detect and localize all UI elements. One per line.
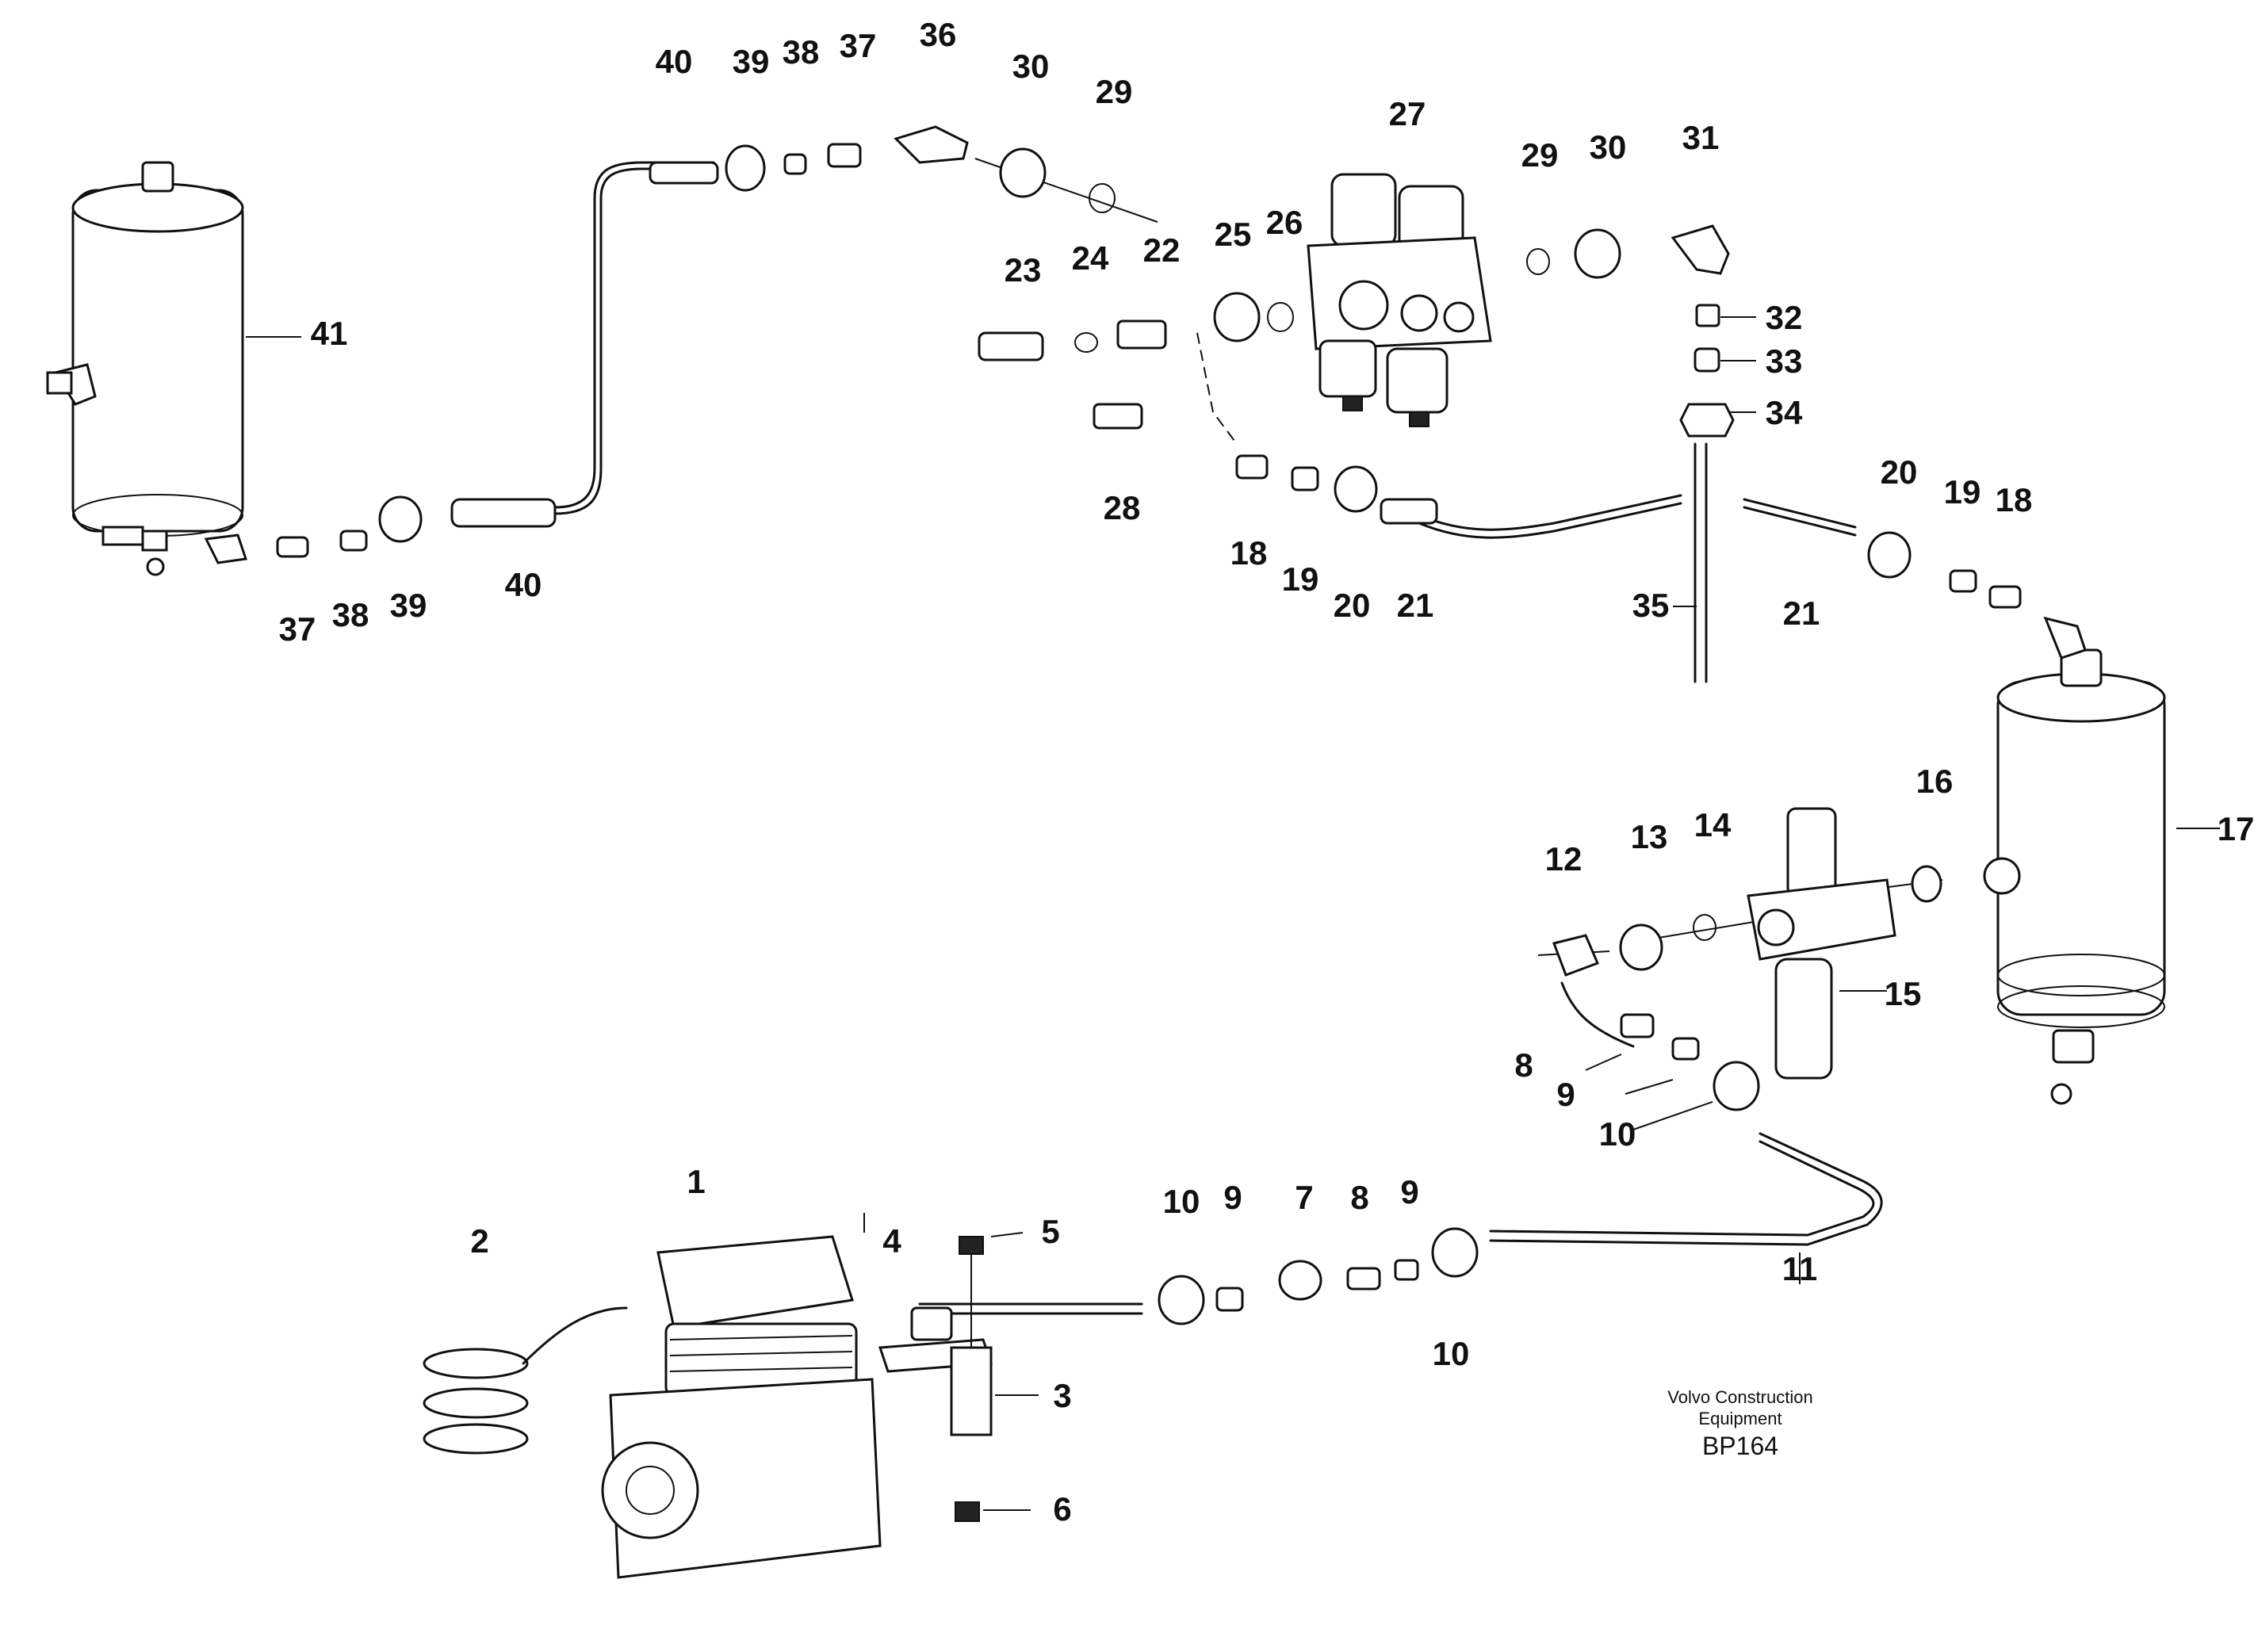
callout-29a: 29 [1096,73,1133,110]
callout-39a: 39 [733,43,770,80]
callout-10c: 10 [1599,1115,1636,1153]
unloader-valve-15 [1747,807,1896,1080]
callout-21b: 21 [1783,595,1820,632]
callout-10a: 10 [1163,1183,1200,1220]
callout-10b: 10 [1433,1335,1470,1372]
callout-numbers: 1 2 3 4 5 6 7 8 9 9 10 10 11 8 9 10 12 1… [279,16,2255,1528]
callout-41: 41 [311,315,348,352]
callout-11: 11 [1782,1250,1817,1287]
protection-valve-27 [1307,173,1492,427]
callout-40a: 40 [656,43,693,80]
callout-28: 28 [1104,489,1141,526]
callout-18a: 18 [1230,534,1268,572]
callout-15: 15 [1885,975,1922,1012]
callout-8b: 8 [1514,1046,1533,1084]
callout-33: 33 [1766,342,1803,380]
air-tank-17 [1983,648,2166,1105]
callout-20b: 20 [1881,453,1918,491]
callout-39b: 39 [390,587,427,624]
callout-17: 17 [2218,810,2255,847]
callout-38b: 38 [332,596,369,633]
callout-24: 24 [1072,239,1109,277]
callout-30a: 30 [1012,48,1050,85]
callout-9a: 9 [1223,1179,1242,1216]
air-tank-41 [46,161,244,576]
callout-19b: 19 [1944,473,1981,511]
callout-40b: 40 [505,566,542,603]
credit-line-2: Equipment [1698,1409,1782,1428]
callout-3: 3 [1053,1377,1071,1414]
callout-7: 7 [1295,1179,1313,1216]
fittings [204,125,2087,1325]
callout-16: 16 [1916,763,1954,800]
drawing-code: BP164 [1702,1432,1778,1460]
callout-29b: 29 [1521,136,1559,174]
callout-32: 32 [1766,299,1803,336]
compressor-1 [423,1235,993,1579]
callout-14: 14 [1694,806,1732,843]
callout-13: 13 [1631,818,1668,855]
credit-line-1: Volvo Construction [1667,1387,1812,1407]
callout-5: 5 [1041,1213,1059,1250]
callout-37a: 37 [840,27,877,64]
callout-36: 36 [920,16,957,53]
callout-18b: 18 [1996,481,2033,518]
callout-1: 1 [687,1163,705,1200]
credit-block: Volvo Construction Equipment BP164 [1667,1387,1812,1460]
callout-23: 23 [1005,251,1042,289]
leader-lines [246,316,2220,1511]
callout-20a: 20 [1334,587,1371,624]
callout-21a: 21 [1397,587,1434,624]
callout-30b: 30 [1590,128,1627,166]
callout-4: 4 [882,1222,901,1260]
callout-38a: 38 [783,33,820,71]
callout-34: 34 [1766,394,1803,431]
callout-37b: 37 [279,610,316,648]
callout-31: 31 [1682,119,1720,156]
callout-25: 25 [1215,216,1252,253]
callout-35: 35 [1632,587,1670,624]
callout-9c: 9 [1556,1076,1575,1113]
callout-27: 27 [1389,95,1426,132]
callout-2: 2 [470,1222,488,1260]
callout-8a: 8 [1350,1179,1368,1216]
callout-22: 22 [1143,231,1181,269]
callout-26: 26 [1266,204,1303,241]
callout-9b: 9 [1400,1173,1418,1210]
callout-12: 12 [1545,840,1583,878]
callout-6: 6 [1053,1490,1071,1528]
callout-19a: 19 [1282,560,1319,598]
